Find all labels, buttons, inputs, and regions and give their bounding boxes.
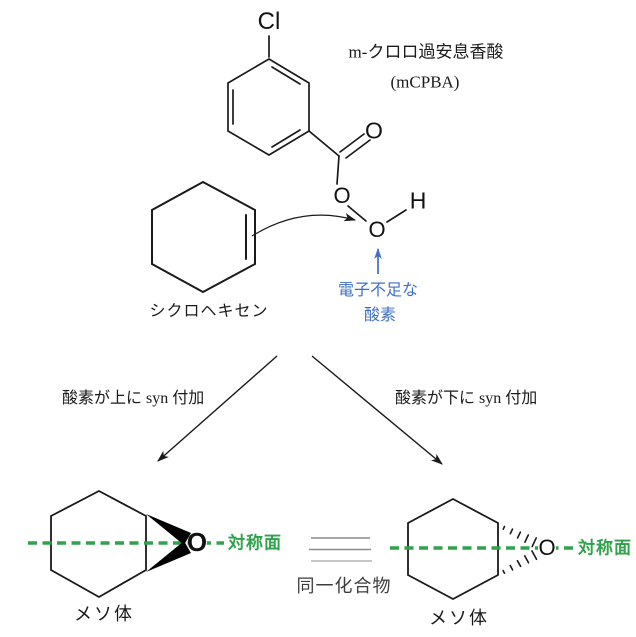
- nucleophilic-attack-arrow: [251, 213, 357, 237]
- benzene-ring: [227, 35, 310, 156]
- right-epoxide-oxygen-label: O: [538, 535, 556, 560]
- chlorine-atom-label: Cl: [257, 8, 281, 35]
- symmetry-plane-right-label: 対称面: [578, 538, 632, 558]
- ester-oxygen-label: O: [333, 183, 351, 208]
- syn-addition-top-label: 酸素が上に syn 付加: [62, 390, 205, 407]
- product-right-ring: [407, 497, 499, 601]
- cyclohexene-ring: [151, 180, 256, 294]
- syn-addition-bottom-label: 酸素が下に syn 付加: [395, 390, 538, 407]
- meso-left-label: メソ体: [74, 604, 134, 624]
- carbonyl-oxygen-label: O: [365, 117, 383, 144]
- electron-poor-note-line1: 電子不足な: [337, 282, 419, 299]
- hydrogen-atom-label: H: [409, 187, 427, 214]
- left-oxygen-backing: [188, 533, 207, 552]
- right-oxygen-backing: [538, 539, 556, 557]
- reagent-abbreviation: (mCPBA): [390, 72, 460, 92]
- peracid-group-bonds: [308, 130, 407, 223]
- symmetry-plane-left-label: 対称面: [228, 533, 282, 553]
- identity-sign: [309, 537, 372, 562]
- branch-arrow-right: [311, 355, 443, 465]
- reagent-name: m-クロロ過安息香酸: [348, 42, 504, 62]
- product-left-ring: [50, 489, 147, 599]
- left-epoxide-oxygen-label: O: [186, 527, 208, 557]
- electron-poor-note-line2: 酸素: [363, 307, 397, 324]
- peroxide-oxygen-label: O: [368, 217, 386, 242]
- epoxide-wedge-bonds: [146, 514, 191, 572]
- epoxide-hash-bonds: [502, 525, 538, 574]
- same-compound-label: 同一化合物: [296, 576, 392, 596]
- branch-arrow-left: [157, 355, 278, 462]
- meso-right-label: メソ体: [429, 608, 489, 628]
- substrate-name: シクロヘキセン: [149, 303, 269, 320]
